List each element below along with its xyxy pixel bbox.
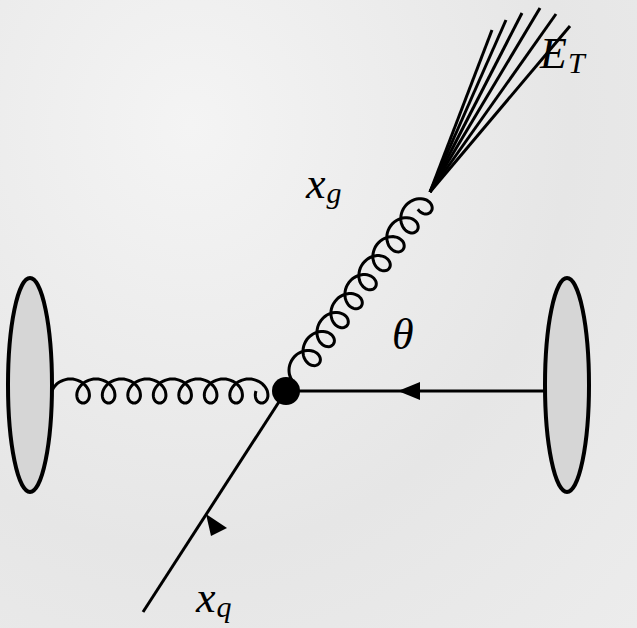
jet-track bbox=[430, 20, 506, 192]
angle-label: θ bbox=[392, 313, 414, 357]
quark-arrow bbox=[398, 382, 420, 400]
vertex-dot bbox=[272, 377, 300, 405]
hadron-left bbox=[8, 278, 52, 492]
gluon-coil bbox=[52, 379, 268, 403]
quark-fraction-label: xq bbox=[196, 592, 232, 622]
jet-track bbox=[430, 13, 522, 192]
jet-energy-label: ET bbox=[540, 48, 585, 78]
jet-track bbox=[430, 14, 556, 192]
gluon-fraction-label: xg bbox=[306, 178, 342, 208]
jet-track bbox=[430, 8, 540, 192]
quark-arrow bbox=[206, 514, 227, 536]
gluon-lines bbox=[52, 199, 432, 403]
hadron-right bbox=[545, 278, 589, 492]
gluon-coil bbox=[289, 199, 432, 380]
